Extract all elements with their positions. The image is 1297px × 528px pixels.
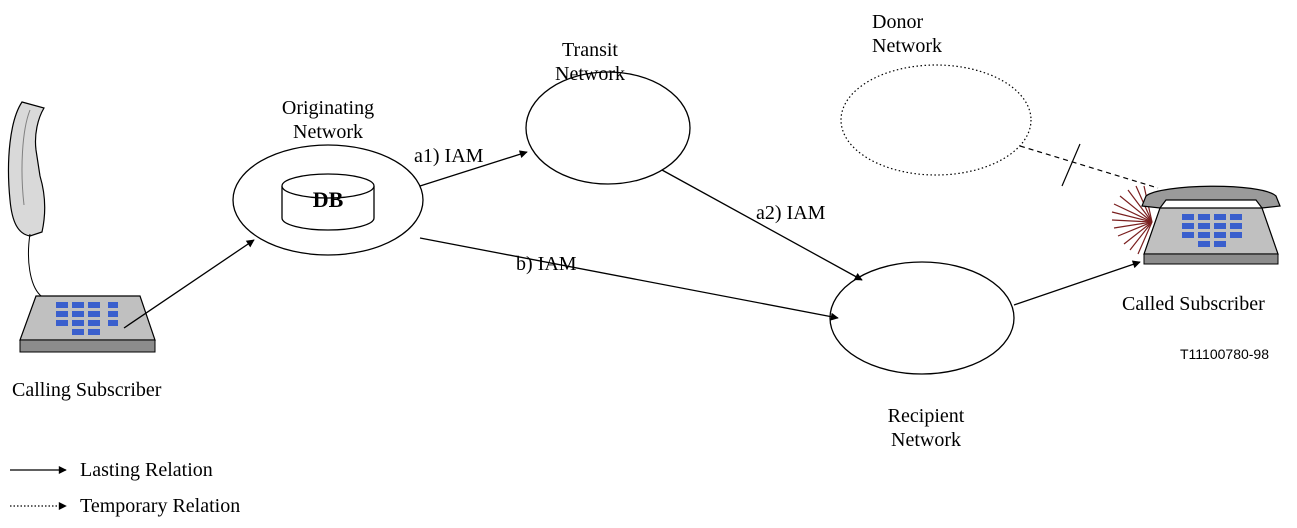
calling-to-originating-arrow (123, 239, 255, 329)
transit-network-label: Transit Network (540, 38, 640, 86)
recipient-network-line2: Network (891, 429, 961, 451)
called-phone-icon (1141, 185, 1281, 265)
calling-phone-icon (19, 295, 156, 353)
originating-network-line2: Network (293, 121, 363, 143)
recipient-network-label: Recipient Network (866, 404, 986, 452)
originating-network-line1: Originating (281, 97, 375, 119)
figure-id-label: T11100780-98 (1180, 346, 1269, 362)
edge-a1-label: a1) IAM (414, 145, 484, 167)
database-icon (281, 173, 375, 231)
donor-network-line1: Donor (872, 11, 924, 33)
donor-network-line2: Network (872, 35, 942, 57)
edge-a1-arrow (419, 150, 528, 187)
originating-network-ellipse (232, 144, 424, 256)
transit-network-line1: Transit (562, 39, 618, 61)
donor-broken-relation (1019, 145, 1159, 189)
originating-network-label: Originating Network (258, 96, 398, 144)
legend-lasting-label: Lasting Relation (80, 459, 213, 481)
called-subscriber-label: Called Subscriber (1122, 293, 1265, 315)
edge-b-arrow (419, 237, 839, 321)
donor-network-ellipse (840, 64, 1032, 176)
calling-subscriber-label: Calling Subscriber (12, 379, 162, 401)
legend-temporary-label: Temporary Relation (80, 495, 241, 517)
ringing-burst-icon (1111, 185, 1153, 255)
edge-b-label: b) IAM (516, 253, 577, 275)
donor-network-label: Donor Network (872, 10, 942, 58)
edge-a2-label: a2) IAM (756, 202, 826, 224)
handset-icon (7, 101, 87, 307)
recipient-network-ellipse (829, 261, 1015, 375)
transit-network-ellipse (525, 71, 691, 185)
recipient-to-called-arrow (1013, 260, 1141, 306)
db-label: DB (312, 187, 344, 212)
recipient-network-line1: Recipient (887, 405, 965, 427)
transit-network-line2: Network (555, 63, 625, 85)
relation-cut-mark (1061, 143, 1081, 187)
edge-a2-arrow (661, 169, 863, 281)
